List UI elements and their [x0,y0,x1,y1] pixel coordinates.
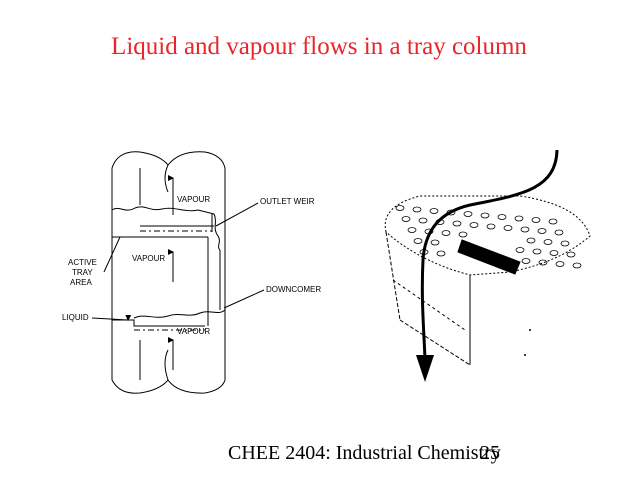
shell-left-edge [385,231,401,321]
column-schematic [91,151,265,394]
tray-hole [469,222,479,228]
slide-title: Liquid and vapour flows in a tray column [111,33,527,60]
downcomer-liquid [213,213,221,251]
tray-hole [441,230,451,236]
shell-face [399,319,471,366]
label-active-2: TRAY [72,268,93,277]
shell-face-2 [392,279,466,331]
tray-hole [520,226,530,233]
tray-hole [531,217,541,223]
column-inner-top-curve [164,164,169,193]
outlet-weir-pointer [215,202,259,227]
tray-hole [412,206,422,213]
liquid-pointer [91,314,132,321]
tray-hole [560,240,570,247]
tray-hole [532,248,542,255]
liquid-flow-arrow [420,149,559,361]
label-vapour-mid: VAPOUR [132,254,165,263]
tray-hole [555,261,565,267]
lower-tray-floor [112,319,205,327]
tray-hole [543,239,553,245]
tray-hole [514,215,524,222]
tray-hole [515,247,525,253]
tray-disc [384,195,591,276]
tray-hole [548,218,558,225]
tray-hole [446,209,456,216]
column-top-ellipse [111,151,226,169]
tray-hole [395,205,405,211]
active-tray-pointer [103,236,121,273]
tray-hole [572,262,582,269]
tray-hole [566,251,576,258]
tray-hole [537,228,547,234]
label-outlet-weir: OUTLET WEIR [260,197,315,206]
tray-hole [526,237,536,244]
page-number: 25 [480,442,500,464]
tray-hole [503,225,513,231]
slide-footer: CHEE 2404: Industrial Chemistry [228,442,501,464]
tray-3d-illustration [384,195,591,366]
tray-hole [413,238,423,244]
upper-tray-liquid [111,206,215,215]
liquid-flow-arrowhead [416,355,434,382]
label-active-1: ACTIVE [68,258,97,267]
downcomer-slot [457,239,521,275]
tray-hole [452,220,462,227]
tray-hole [486,223,496,230]
tray-hole [401,216,411,222]
lower-tray-liquid [133,309,226,319]
column-bottom-ellipse [111,379,226,394]
tray-hole [521,258,531,264]
tray-hole [463,211,473,217]
tray-hole [480,212,490,219]
label-active-3: AREA [70,278,92,287]
tray-hole [430,239,440,246]
label-downcomer: DOWNCOMER [266,285,321,294]
column-inner-bottom-curve [164,349,169,381]
tray-hole [418,217,428,224]
downcomer-pointer [223,289,265,309]
tray-hole [407,227,417,233]
tray-hole [436,250,446,257]
tray-holes [395,205,582,269]
label-vapour-bottom: VAPOUR [177,327,210,336]
label-vapour-top: VAPOUR [177,195,210,204]
tray-hole [554,229,564,236]
tray-hole [538,259,548,266]
label-liquid: LIQUID [62,313,89,322]
tray-hole [549,250,559,256]
tray-hole [497,214,507,220]
tray-hole [458,231,468,238]
tray-hole [429,208,439,214]
